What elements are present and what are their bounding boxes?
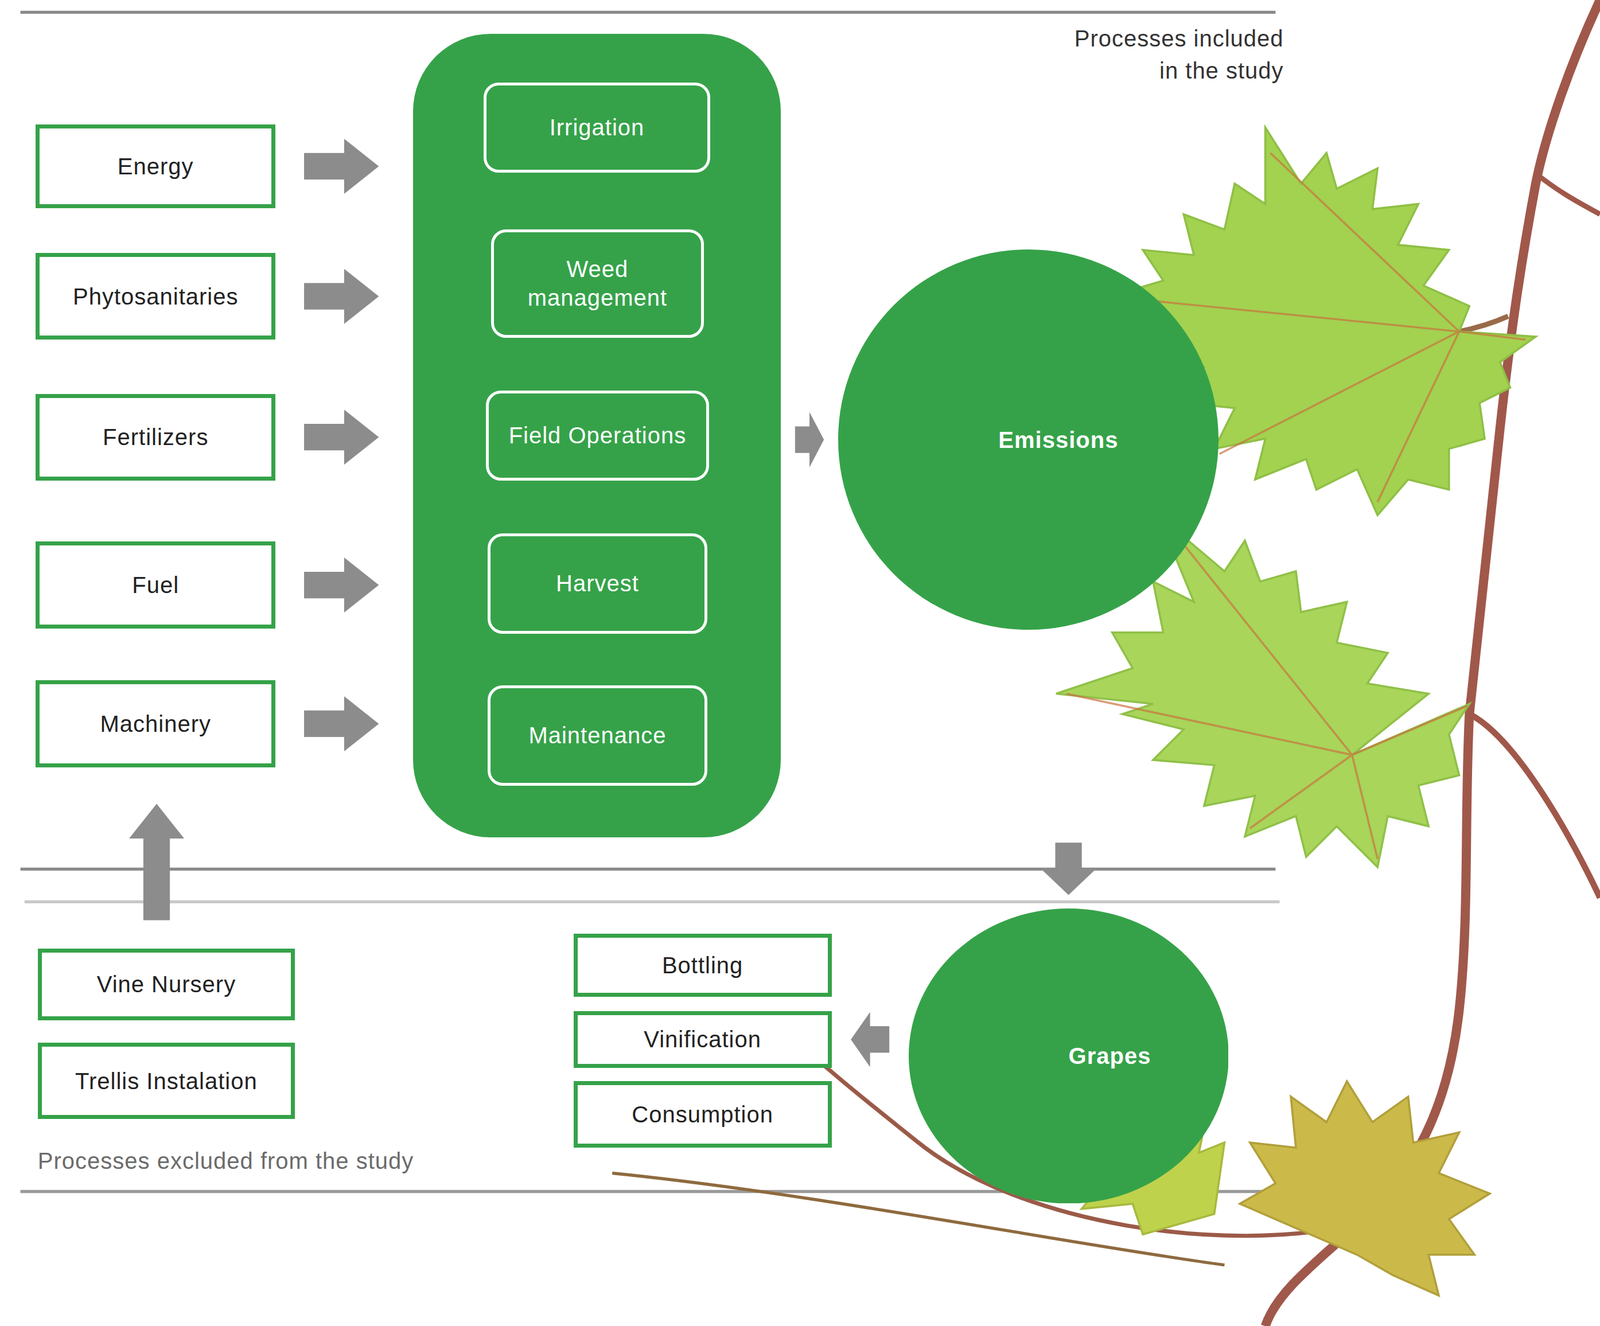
node-label: Irrigation — [497, 113, 696, 142]
block-arrow — [304, 696, 379, 752]
circle-fill — [908, 908, 1229, 1204]
node-label: Bottling — [589, 951, 817, 980]
process-box: Weed management — [491, 229, 705, 338]
process-box: Irrigation — [483, 82, 711, 173]
separator-line — [20, 10, 1276, 14]
node-label: Field Operations — [500, 421, 696, 450]
input-box: Fuel — [35, 541, 276, 629]
node-label: Harvest — [501, 569, 693, 598]
process-box: Maintenance — [487, 685, 707, 786]
node-label: Maintenance — [501, 721, 693, 750]
input-box: Machinery — [35, 680, 276, 768]
input-box: Consumption — [573, 1081, 832, 1148]
node-label: Emissions — [998, 425, 1059, 455]
node-label: Fuel — [51, 570, 260, 600]
process-box: Harvest — [487, 533, 707, 634]
input-box: Phytosanitaries — [35, 252, 276, 340]
vine-leaf — [1239, 1081, 1490, 1296]
output-circle: Emissions — [838, 249, 1219, 630]
input-box: Energy — [35, 124, 276, 209]
input-box: Trellis Instalation — [37, 1042, 295, 1120]
block-arrow — [304, 269, 379, 325]
node-label: Weed management — [505, 254, 691, 313]
node-label: Vinification — [589, 1025, 817, 1054]
leaf-petiole — [1459, 316, 1509, 332]
process-group: IrrigationWeed managementField Operation… — [413, 33, 781, 839]
section-label: Processes included in the study — [1061, 22, 1284, 87]
output-circle: Grapes — [908, 908, 1229, 1204]
input-box: Bottling — [573, 933, 832, 998]
block-arrow — [304, 409, 379, 465]
input-box: Vine Nursery — [37, 948, 295, 1021]
node-label: Trellis Instalation — [53, 1067, 280, 1096]
node-label: Fertilizers — [51, 422, 260, 452]
block-arrow — [1041, 842, 1097, 895]
block-arrow — [304, 557, 379, 613]
node-label: Energy — [51, 152, 260, 181]
vine-branch — [1535, 173, 1600, 214]
node-label: Machinery — [51, 709, 260, 739]
node-label: Vine Nursery — [53, 970, 280, 999]
block-arrow — [129, 804, 185, 921]
node-label: Phytosanitaries — [51, 282, 260, 311]
separator-line — [24, 900, 1280, 904]
circle-fill — [838, 249, 1219, 630]
process-box: Field Operations — [485, 390, 710, 481]
block-arrow — [850, 1011, 890, 1068]
section-label: Processes excluded from the study — [37, 1145, 548, 1178]
block-arrow — [304, 138, 379, 194]
vine-branch — [1469, 714, 1600, 898]
input-box: Fertilizers — [35, 394, 276, 481]
illustration-group — [20, 0, 1600, 1326]
input-box: Vinification — [573, 1011, 832, 1069]
node-label: Consumption — [589, 1100, 817, 1130]
block-arrow — [795, 412, 824, 468]
